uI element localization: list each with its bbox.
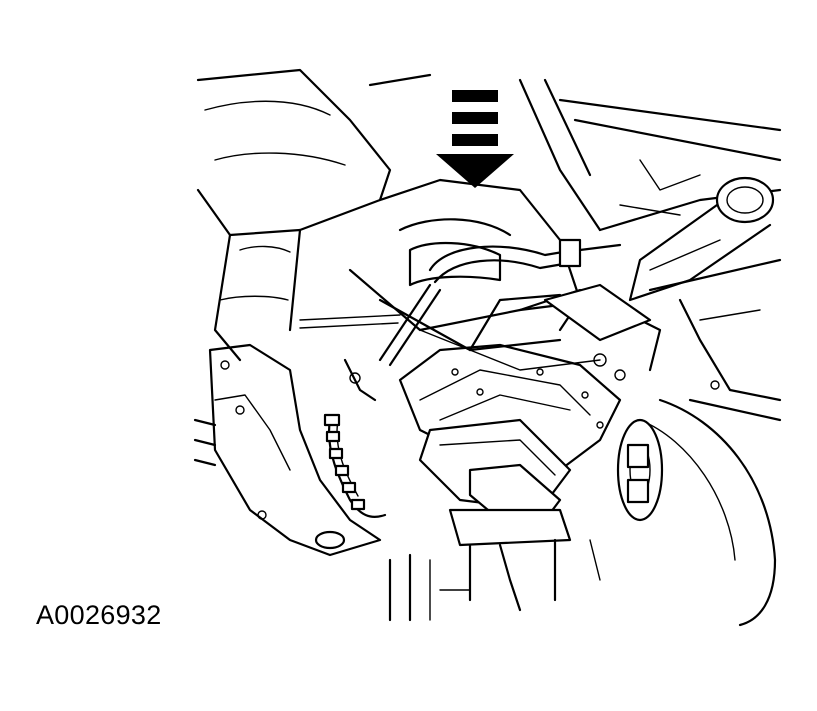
transmission-case [348,178,662,381]
bell-housing [193,343,382,557]
reservoir-cap [628,176,775,302]
cooler-lines [299,238,622,367]
wiring-harness [323,358,387,518]
exhaust-pipe [196,68,392,362]
tire [616,398,777,627]
oil-pan [398,343,622,522]
transmission-jack [388,508,601,622]
crossmember [648,258,782,422]
figure-id-label: A0026932 [36,600,162,630]
down-arrow-icon [436,90,514,188]
